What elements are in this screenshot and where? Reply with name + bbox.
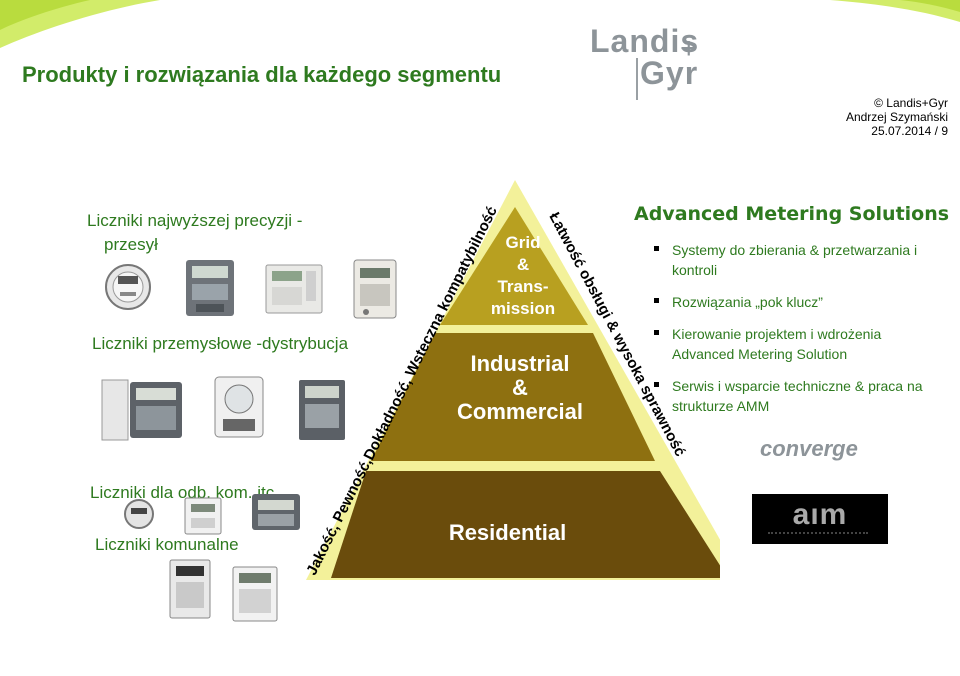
segment-residential: Liczniki dla odb. kom. itc. xyxy=(90,483,279,502)
pyramid-tier-2 xyxy=(371,333,655,461)
meter-image-residential-2 xyxy=(184,497,222,535)
meter-image-white xyxy=(265,264,323,314)
aim-logo-text: aım xyxy=(792,498,848,531)
ams-title: Advanced Metering Solutions xyxy=(634,203,950,225)
meter-image-communal-1 xyxy=(169,559,211,619)
bullet-square-icon xyxy=(654,330,659,335)
logo-divider xyxy=(636,58,638,100)
logo-plus: + xyxy=(680,32,698,65)
meter-image-residential-1 xyxy=(124,499,154,529)
segment-high-precision-line1: Liczniki najwyższej precyzji - xyxy=(87,211,303,230)
bullet-square-icon xyxy=(654,246,659,251)
pyramid-tier-3-label: Residential xyxy=(448,520,567,545)
meter-image-residential-3 xyxy=(252,494,300,530)
meter-image-communal-2 xyxy=(232,566,278,622)
meter-image-industrial-2 xyxy=(214,376,264,438)
aim-logo-dots xyxy=(768,532,868,534)
segment-high-precision-line2: przesył xyxy=(104,235,158,254)
bullet-square-icon xyxy=(654,298,659,303)
pyramid-tier-1 xyxy=(440,207,588,325)
copyright-line-2: Andrzej Szymański xyxy=(845,110,948,124)
pyramid-tier-1-label: Grid & Trans- mission xyxy=(490,233,556,318)
pyramid-tier-3 xyxy=(331,471,720,578)
ams-bullet: Systemy do zbierania & przetwarzania i k… xyxy=(652,240,942,280)
logo-landis: Landis xyxy=(590,23,700,59)
ams-bullet: Kierowanie projektem i wdrożenia Advance… xyxy=(652,324,942,364)
ams-bullet: Serwis i wsparcie techniczne & praca na … xyxy=(652,376,942,416)
meter-image-round xyxy=(105,264,151,310)
meter-image-grey xyxy=(186,260,234,316)
slide-title: Produkty i rozwiązania dla każdego segme… xyxy=(22,62,502,87)
logo-gyr: Gyr xyxy=(640,55,699,91)
pyramid-tier-2-label: Industrial & Commercial xyxy=(457,351,583,424)
copyright-line-1: © Landis+Gyr xyxy=(874,96,948,110)
product-pyramid: Jakość, Pewność,Dokładność, Wsteczna kom… xyxy=(303,180,720,580)
aim-logo: aım xyxy=(752,494,888,544)
meter-image-industrial-1 xyxy=(101,379,182,441)
meter-image-tall xyxy=(353,259,397,319)
ams-bullet-list: Systemy do zbierania & przetwarzania i k… xyxy=(652,240,942,428)
converge-logo: converge xyxy=(760,436,858,461)
segment-communal: Liczniki komunalne xyxy=(95,535,239,554)
ams-bullet: Rozwiązania „pok klucz” xyxy=(652,292,942,312)
copyright-block: © Landis+Gyr Andrzej Szymański 25.07.201… xyxy=(846,96,948,138)
bullet-square-icon xyxy=(654,382,659,387)
meter-image-industrial-3 xyxy=(299,380,345,440)
segment-industrial: Liczniki przemysłowe -dystrybucja xyxy=(92,334,349,353)
copyright-line-3: 25.07.2014 / 9 xyxy=(871,124,948,138)
